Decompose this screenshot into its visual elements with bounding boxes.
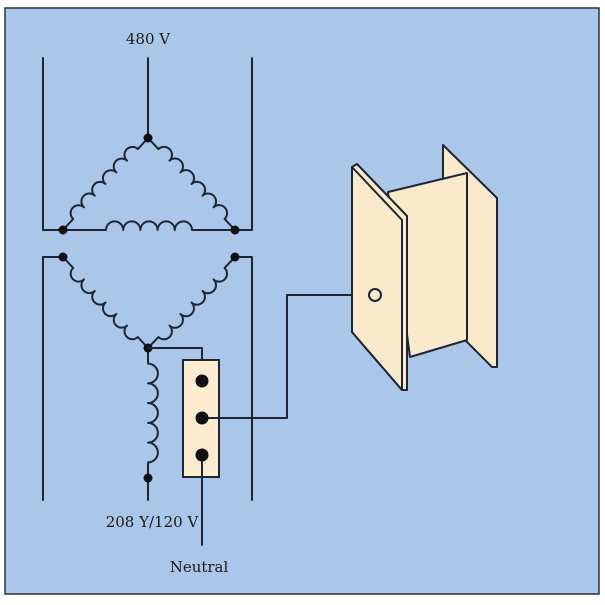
ground-connection-point bbox=[368, 288, 382, 302]
primary-coil-right bbox=[147, 137, 236, 231]
node bbox=[230, 252, 240, 262]
node bbox=[58, 252, 68, 262]
terminal bbox=[195, 448, 209, 462]
building-steel-beam bbox=[351, 144, 498, 391]
neutral-label: Neutral bbox=[170, 558, 229, 576]
secondary-coil-vertical bbox=[147, 347, 159, 479]
primary-right-rail bbox=[234, 57, 253, 231]
secondary-voltage-label: 208 Y/120 V bbox=[106, 513, 200, 531]
secondary-coil-right bbox=[147, 256, 236, 349]
secondary-left-rail bbox=[42, 256, 64, 501]
beam-front-flange bbox=[351, 166, 403, 391]
primary-delta-winding bbox=[42, 57, 253, 235]
node bbox=[58, 225, 68, 235]
primary-coil-left bbox=[62, 137, 149, 231]
ground-wire-to-beam bbox=[201, 294, 370, 419]
node bbox=[143, 133, 153, 143]
terminal bbox=[195, 374, 209, 388]
secondary-wye-winding bbox=[42, 252, 253, 501]
diagram-background bbox=[4, 7, 600, 595]
terminal-block bbox=[147, 294, 370, 546]
primary-left-rail bbox=[42, 57, 64, 231]
secondary-coil-left bbox=[62, 256, 149, 349]
terminal bbox=[195, 411, 209, 425]
node bbox=[143, 473, 153, 483]
node bbox=[230, 225, 240, 235]
primary-coil-bottom bbox=[62, 220, 236, 231]
primary-voltage-label: 480 V bbox=[126, 30, 171, 48]
